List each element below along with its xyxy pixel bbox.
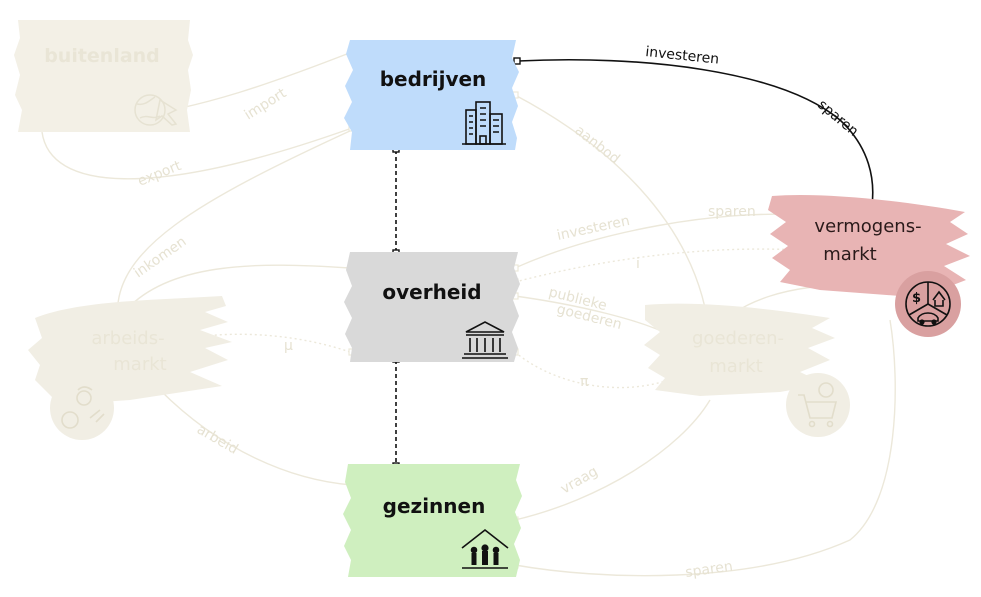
svg-text:$: $ bbox=[912, 291, 921, 306]
arbeidsmarkt-badge bbox=[50, 376, 114, 440]
flow-vraag-line bbox=[514, 399, 711, 521]
buitenland-label: buitenland bbox=[44, 45, 160, 67]
flow-investeren-mid-line bbox=[514, 213, 801, 269]
goederenmarkt-label-line2: markt bbox=[709, 356, 762, 377]
arbeidsmarkt-label-line2: markt bbox=[113, 354, 166, 375]
flow-arbeid-line bbox=[159, 389, 353, 486]
connector-dot bbox=[513, 57, 521, 65]
node-bedrijven: bedrijven bbox=[344, 40, 519, 150]
flow-label-investeren-mid: investeren bbox=[556, 213, 632, 244]
flow-label-i: i bbox=[636, 256, 640, 272]
flow-label-pi: π bbox=[580, 374, 589, 390]
market-arbeidsmarkt: arbeids- markt bbox=[28, 296, 232, 440]
goederenmarkt-label-line1: goederen- bbox=[692, 328, 784, 349]
active-flow-labels: investeren sparen bbox=[645, 44, 862, 140]
arbeidsmarkt-label-line1: arbeids- bbox=[91, 328, 164, 349]
node-buitenland: buitenland bbox=[14, 20, 193, 132]
flow-label-sparen-mid: sparen bbox=[708, 204, 756, 220]
flow-arbeidsmarkt-overheid-line bbox=[117, 264, 351, 321]
gezinnen-label: gezinnen bbox=[383, 494, 486, 518]
worker-gears-icon bbox=[61, 386, 105, 429]
goederenmarkt-badge bbox=[786, 373, 850, 437]
flow-label-import: import bbox=[242, 85, 290, 123]
overheid-label: overheid bbox=[382, 280, 481, 304]
family-house-icon bbox=[461, 528, 509, 569]
flow-label-sparen-top: sparen bbox=[814, 97, 861, 140]
flow-sparen-bottom-line bbox=[514, 319, 896, 577]
flow-label-sparen-bottom: sparen bbox=[684, 558, 733, 580]
vermogensmarkt-label-line2: markt bbox=[823, 244, 876, 265]
assets-money-house-car-icon: $ bbox=[905, 281, 951, 327]
government-building-icon bbox=[462, 321, 508, 359]
flow-label-investeren-top: investeren bbox=[645, 44, 720, 68]
flow-label-arbeid: arbeid bbox=[194, 422, 241, 458]
node-overheid: overheid bbox=[344, 252, 520, 362]
flow-label-mu: μ bbox=[284, 338, 293, 354]
active-connections bbox=[395, 58, 874, 465]
flow-investeren-sparen-line bbox=[517, 58, 874, 206]
bedrijven-label: bedrijven bbox=[380, 67, 487, 91]
globe-plane-icon bbox=[134, 94, 178, 126]
vermogensmarkt-label-line1: vermogens- bbox=[814, 216, 921, 237]
flow-label-export: export bbox=[136, 158, 185, 190]
market-goederenmarkt: goederen- markt bbox=[644, 303, 850, 437]
market-vermogensmarkt: vermogens- markt $ bbox=[768, 194, 970, 337]
flow-label-aanbod: aanbod bbox=[572, 123, 623, 168]
flow-mu-line bbox=[189, 333, 351, 353]
flow-export-line bbox=[41, 127, 353, 180]
shopping-cart-icon bbox=[798, 382, 838, 428]
flow-i-line bbox=[514, 248, 801, 283]
flow-aanbod-line bbox=[514, 94, 711, 341]
office-buildings-icon bbox=[462, 101, 506, 145]
flow-inkomen-line bbox=[116, 129, 353, 321]
node-gezinnen: gezinnen bbox=[343, 464, 522, 577]
